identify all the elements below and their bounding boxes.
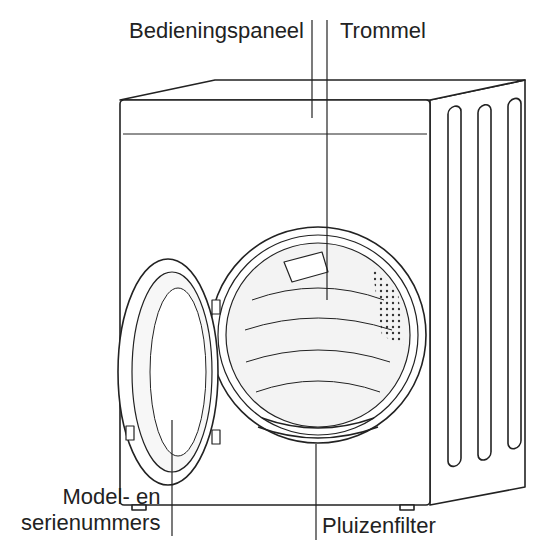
cabinet-foot	[400, 505, 414, 510]
drum-baffle	[284, 252, 328, 282]
leader-line	[311, 20, 312, 118]
drum-perforation	[372, 266, 404, 345]
side-rib	[508, 97, 521, 450]
door	[118, 259, 218, 485]
part-label: Model- en serienummers	[2, 484, 160, 536]
leader-line	[326, 20, 327, 300]
part-label: Bedieningspaneel	[129, 18, 304, 44]
lint-filter	[258, 427, 378, 438]
drum-rib	[245, 318, 392, 330]
cabinet-front	[120, 100, 430, 505]
part-label: Trommel	[340, 18, 426, 44]
side-rib	[448, 105, 461, 468]
door-glass	[150, 288, 206, 456]
side-rib	[478, 104, 491, 462]
door-hinge	[212, 430, 220, 444]
drum	[226, 243, 410, 427]
door-seal	[218, 235, 418, 435]
drum-rib	[246, 350, 390, 362]
cabinet-top	[120, 80, 525, 100]
door-latch	[126, 426, 134, 440]
drum-rib	[252, 288, 384, 300]
part-label: Pluizenfilter	[322, 513, 436, 539]
door-hinge	[212, 300, 220, 314]
cabinet-side	[430, 80, 525, 505]
door-opening	[210, 227, 426, 443]
leader-line	[171, 420, 172, 536]
control-panel-edge	[123, 134, 427, 135]
leader-line	[315, 444, 316, 540]
lint-filter	[262, 418, 374, 428]
drum-rib	[256, 381, 380, 392]
